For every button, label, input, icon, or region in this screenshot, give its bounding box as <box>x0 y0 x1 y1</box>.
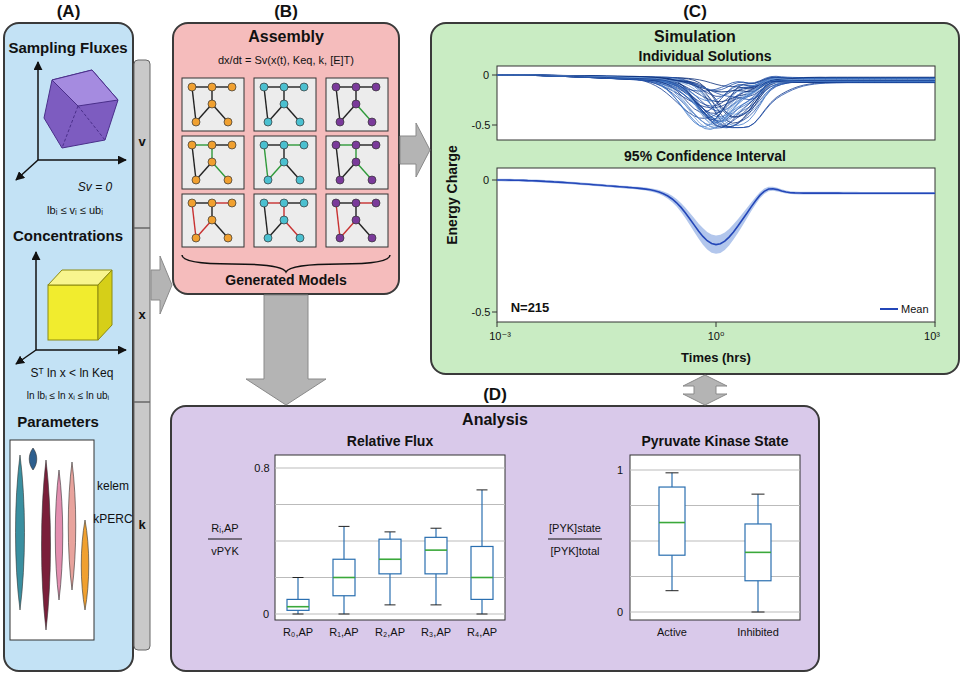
bracket-tab <box>134 60 150 650</box>
text-label: Sv = 0 <box>78 181 112 195</box>
text-label: Pyruvate Kinase State <box>641 433 788 449</box>
text-label: Sampling Fluxes <box>8 39 127 56</box>
text-label: 10³ <box>924 330 940 343</box>
panel-box: (C)Simulation <box>430 22 960 375</box>
text-label: Concentrations <box>13 227 123 244</box>
legend-entry: Mean <box>880 302 929 315</box>
text-label: kPERC <box>93 513 132 527</box>
text-label: [PYK]state <box>549 522 601 535</box>
text-label: 1 <box>617 464 623 477</box>
text-label: N=215 <box>511 301 550 316</box>
text-label: kelem <box>97 480 129 494</box>
text-label: 10⁻³ <box>489 330 511 343</box>
text-label: R₂,AP <box>375 626 405 639</box>
panel-letter: (D) <box>172 385 818 405</box>
text-label: Generated Models <box>225 272 346 288</box>
text-label: R₀,AP <box>283 626 313 639</box>
text-label: Active <box>657 626 687 639</box>
panel-heading: Assembly <box>174 28 398 46</box>
text-label: x <box>138 308 145 323</box>
text-label: ln lbᵢ ≤ ln xᵢ ≤ ln ubᵢ <box>27 390 109 402</box>
block-arrow <box>683 375 727 405</box>
text-label: Inhibited <box>737 626 779 639</box>
text-label: 0.8 <box>254 462 269 475</box>
text-label: -0.5 <box>472 119 491 132</box>
text-label: R₁,AP <box>329 626 358 639</box>
text-label: [PYK]total <box>551 545 600 558</box>
text-label: v <box>138 135 145 150</box>
text-label: vPYK <box>211 545 239 558</box>
text-label: Rᵢ,AP <box>211 522 238 535</box>
text-label: R₄,AP <box>467 626 497 639</box>
text-label: -0.5 <box>472 306 491 319</box>
text-label: 95% Confidence Interval <box>624 148 786 164</box>
panel-letter: (B) <box>174 2 398 22</box>
block-arrow <box>400 123 430 177</box>
text-label: 0 <box>617 606 623 619</box>
legend-line <box>880 305 898 313</box>
legend-text: Mean <box>901 303 929 315</box>
text-label: Sᵀ ln x < ln Keq <box>31 367 114 381</box>
text-label: 0 <box>483 174 489 187</box>
text-label: Energy Charge <box>444 145 460 245</box>
block-arrow <box>246 295 326 405</box>
text-label: 10⁰ <box>708 330 725 343</box>
block-arrow <box>151 256 172 314</box>
panel-heading: Analysis <box>172 411 818 429</box>
text-label: lbᵢ ≤ vᵢ ≤ ubᵢ <box>47 204 103 217</box>
legend-sample <box>880 308 898 310</box>
text-label: R₃,AP <box>421 626 451 639</box>
text-label: Parameters <box>17 413 99 430</box>
panel-letter: (C) <box>432 2 958 22</box>
text-label: Relative Flux <box>347 433 433 449</box>
text-label: k <box>138 518 145 533</box>
text-label: 0 <box>483 69 489 82</box>
text-label: dx/dt = Sv(x(t), Keq, k, [E]T) <box>218 54 354 67</box>
panel-heading: Simulation <box>432 28 958 46</box>
text-label: Individual Solutions <box>639 48 772 64</box>
panel-box: (A) <box>3 22 134 672</box>
text-label: 0 <box>263 608 269 621</box>
panel-letter: (A) <box>5 2 132 22</box>
text-label: Times (hrs) <box>681 351 751 366</box>
